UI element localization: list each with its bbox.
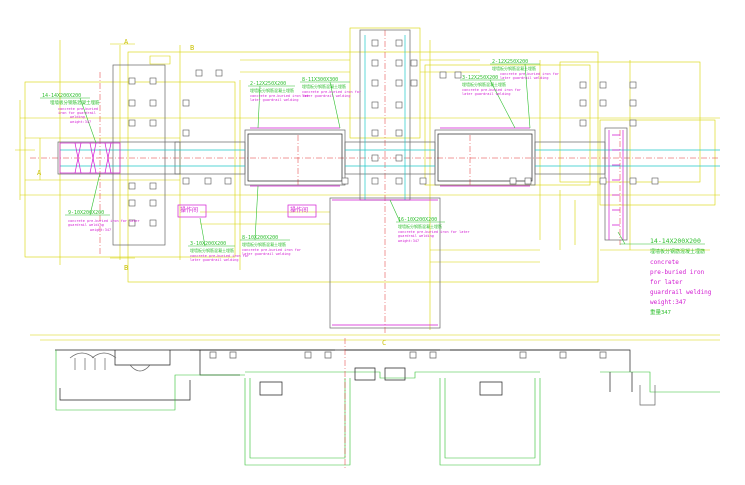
callout-c2: 2-12X250X200 埋墙板分钢筋混凝土埋筋 concrete pre-bu… [248, 81, 309, 129]
svg-text:later guardrail welding: later guardrail welding [242, 252, 290, 256]
big-callout-code: 14-14X200X200 [650, 237, 701, 245]
svg-text:埋墙板分钢筋混凝土埋筋: 埋墙板分钢筋混凝土埋筋 [302, 83, 346, 89]
svg-text:weight:347: weight:347 [650, 299, 687, 306]
room-label-1: 操作间 [180, 206, 198, 214]
svg-text:14-14X200X200: 14-14X200X200 [42, 93, 81, 99]
axis-marks: A A B B C [37, 38, 386, 347]
svg-text:埋墙板分钢筋混凝土埋筋: 埋墙板分钢筋混凝土埋筋 [398, 223, 442, 229]
svg-text:concrete pre-buried iron for: concrete pre-buried iron for [190, 254, 249, 258]
axis-c-bot: C [382, 339, 386, 347]
svg-text:16-10X200X200: 16-10X200X200 [398, 217, 437, 223]
svg-text:2-12X250X200: 2-12X250X200 [250, 81, 286, 87]
svg-text:pre-buried iron: pre-buried iron [650, 269, 705, 276]
svg-text:concrete pre-buried: concrete pre-buried [58, 107, 98, 111]
axis-a-mid: A [37, 169, 42, 177]
svg-text:concrete pre-buried iron for: concrete pre-buried iron for [462, 88, 521, 92]
svg-text:weight:347: weight:347 [90, 228, 111, 232]
svg-text:later guardrail welding: later guardrail welding [302, 94, 350, 98]
svg-text:concrete pre-buried iron for: concrete pre-buried iron for [242, 248, 301, 252]
svg-text:埋墙板分钢筋混凝土埋筋: 埋墙板分钢筋混凝土埋筋 [250, 87, 294, 93]
svg-text:later guardrail welding: later guardrail welding [500, 76, 548, 80]
svg-text:埋墙板分钢筋混凝土埋筋: 埋墙板分钢筋混凝土埋筋 [190, 247, 234, 253]
svg-text:埋墙板分钢筋混凝土埋筋: 埋墙板分钢筋混凝土埋筋 [492, 65, 536, 71]
callout-c5: 8-10X200X200 埋墙板分钢筋混凝土埋筋 concrete pre-bu… [240, 185, 301, 256]
callout-c6: 3-10X200X200 埋墙板分钢筋混凝土埋筋 concrete pre-bu… [188, 217, 249, 262]
svg-text:3-10X200X200: 3-10X200X200 [190, 241, 226, 247]
svg-text:later guardrail welding: later guardrail welding [190, 258, 238, 262]
svg-text:concrete pre-buried iron for: concrete pre-buried iron for [250, 94, 309, 98]
svg-text:2-12X250X200: 2-12X250X200 [492, 59, 528, 65]
svg-text:guardrail welding: guardrail welding [398, 234, 434, 238]
axis-b-top: B [190, 44, 194, 52]
svg-text:埋墙板分钢筋混凝土埋筋: 埋墙板分钢筋混凝土埋筋 [462, 81, 506, 87]
svg-text:later guardrail welding: later guardrail welding [250, 98, 298, 102]
column-pads [128, 39, 659, 227]
svg-text:weight:347: weight:347 [398, 239, 419, 243]
room-label-2: 操作间 [290, 206, 308, 214]
callout-c9: 2-12X250X200 埋墙板分钢筋混凝土埋筋 concrete pre-bu… [490, 59, 559, 129]
svg-text:guardrail welding: guardrail welding [68, 223, 104, 227]
big-callout-zh: 埋墙板分钢筋混凝土埋筋 [650, 248, 705, 255]
big-callout: 14-14X200X200 埋墙板分钢筋混凝土埋筋 concrete pre-b… [617, 231, 712, 316]
embed-plates [59, 127, 624, 326]
svg-text:9-10X200X200: 9-10X200X200 [68, 210, 104, 216]
svg-text:重量347: 重量347 [650, 308, 671, 316]
svg-text:埋墙板分钢筋混凝土埋筋: 埋墙板分钢筋混凝土埋筋 [50, 99, 100, 106]
axis-b-bot: B [124, 264, 128, 272]
axis-a-top: A [124, 38, 129, 46]
section-view [30, 334, 720, 470]
structural-walls [57, 29, 628, 329]
callout-c7: 16-10X200X200 埋墙板分钢筋混凝土埋筋 concrete pre-b… [389, 199, 470, 243]
svg-text:guardrail welding: guardrail welding [650, 289, 712, 296]
svg-text:3-12X250X200: 3-12X250X200 [462, 75, 498, 81]
svg-text:welding: welding [70, 115, 85, 119]
cyan-liner [60, 35, 720, 200]
callout-c1: 14-14X200X200 埋墙板分钢筋混凝土埋筋 concrete pre-b… [40, 93, 100, 144]
svg-text:8-10X200X200: 8-10X200X200 [242, 235, 278, 241]
svg-text:concrete pre-buried iron for l: concrete pre-buried iron for later [398, 230, 470, 234]
svg-text:iron for guardrail: iron for guardrail [58, 111, 96, 115]
callout-c4: 9-10X200X200 concrete pre-buried iron fo… [65, 172, 140, 232]
svg-text:8-11X300X300: 8-11X300X300 [302, 77, 338, 83]
svg-text:concrete pre-buried iron for: concrete pre-buried iron for [302, 90, 361, 94]
svg-text:for later: for later [650, 279, 683, 286]
svg-text:concrete: concrete [650, 259, 679, 266]
svg-text:concrete pre-buried iron for l: concrete pre-buried iron for later [68, 219, 140, 223]
callout-c3: 8-11X300X300 埋墙板分钢筋混凝土埋筋 concrete pre-bu… [300, 77, 361, 129]
svg-text:埋墙板分钢筋混凝土埋筋: 埋墙板分钢筋混凝土埋筋 [242, 241, 286, 247]
svg-text:weight:347: weight:347 [70, 120, 91, 124]
svg-text:later guardrail welding: later guardrail welding [462, 92, 510, 96]
callout-c8: 3-12X250X200 埋墙板分钢筋混凝土埋筋 concrete pre-bu… [460, 75, 521, 129]
plan-outline [15, 27, 720, 330]
svg-text:concrete pre-buried iron for: concrete pre-buried iron for [500, 72, 559, 76]
